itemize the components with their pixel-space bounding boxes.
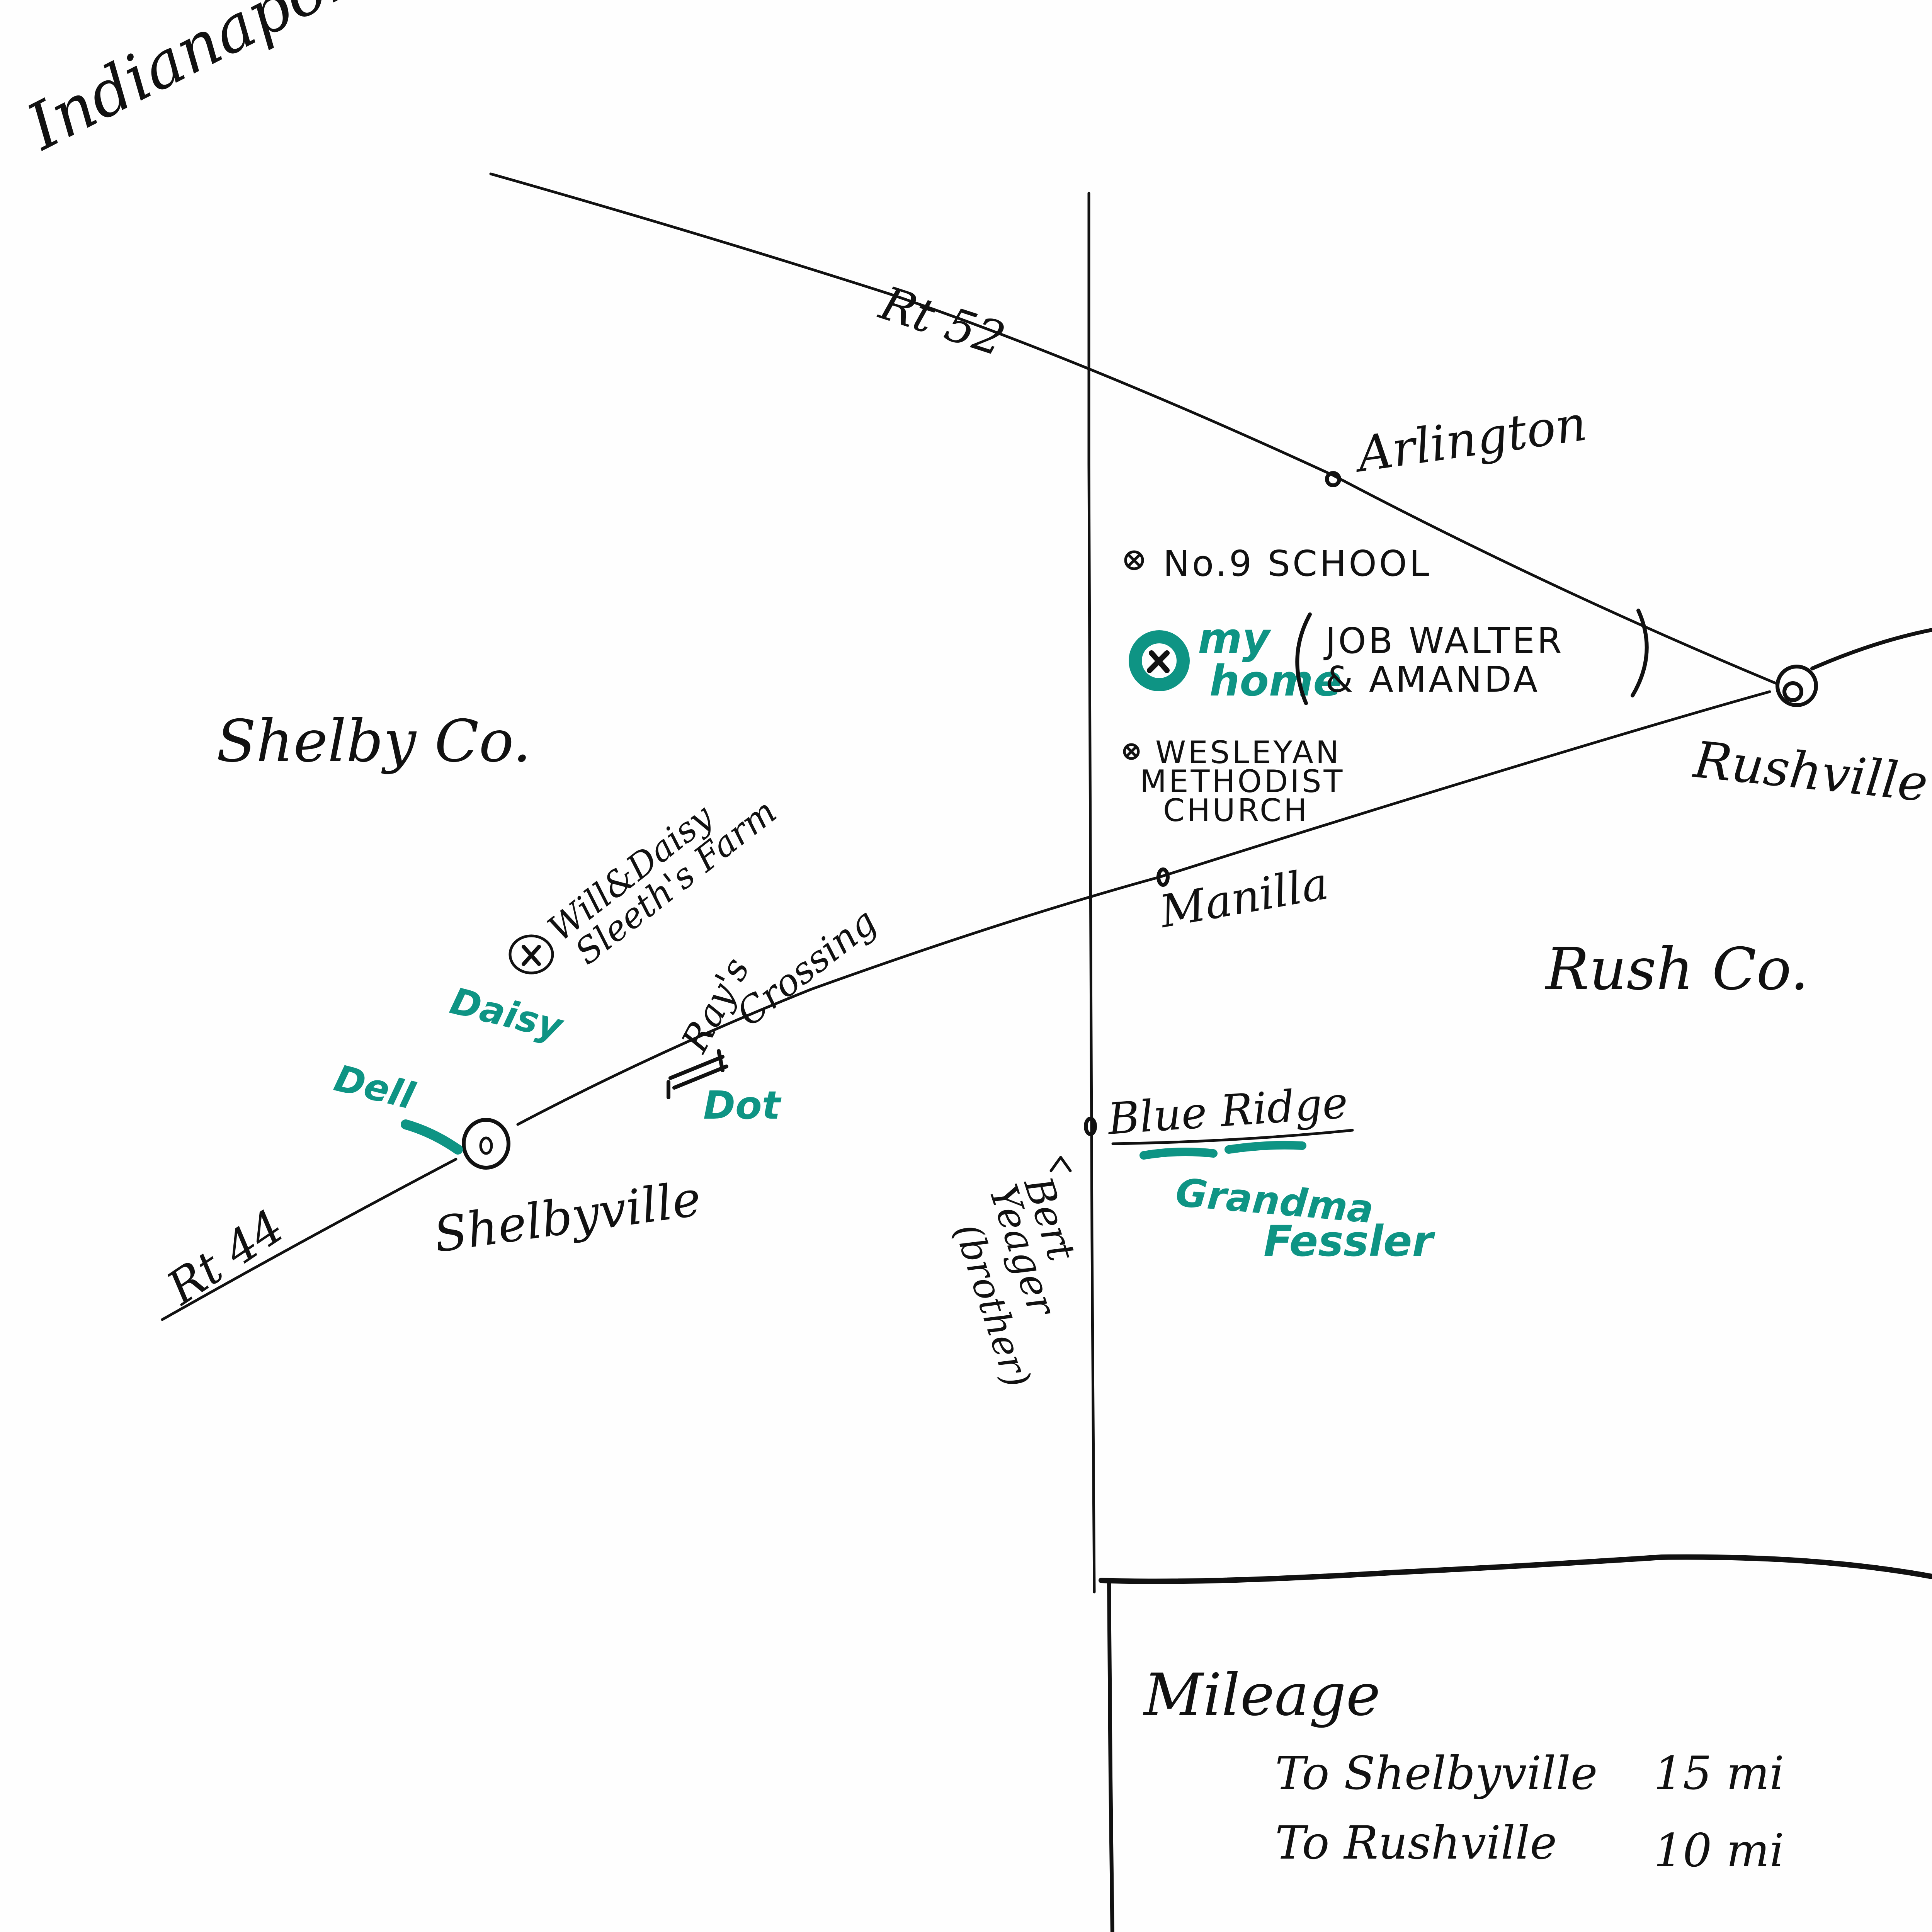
home-occupants-line2: & AMANDA: [1325, 659, 1540, 700]
town-label-arlington: Arlington: [1350, 395, 1590, 483]
county-label-shelby: Shelby Co.: [216, 708, 531, 775]
green-label-dot: Dot: [703, 1083, 782, 1128]
road-rt52: [489, 172, 1779, 685]
county-label-rush: Rush Co.: [1544, 936, 1809, 1003]
green-label-fessler: Fessler: [1264, 1216, 1435, 1266]
blue-ridge-green-underline: [1139, 1141, 1306, 1160]
home-marker-ring: [1129, 630, 1190, 691]
school-marker: [1124, 550, 1144, 570]
town-marker-shelbyville-center: [479, 1136, 493, 1155]
town-marker-manilla: [1156, 867, 1170, 887]
home-marker-x: [1147, 650, 1170, 673]
mileage-row: To Shelbyville 15 mi: [1275, 1747, 1855, 1808]
town-marker-rushville-inner: [1782, 681, 1803, 702]
blue-ridge-underline: [1111, 1129, 1354, 1145]
green-label-daisy: Daisy: [446, 980, 568, 1049]
landmark-label-rays-crossing-line2: Crossing: [729, 900, 884, 1035]
town-marker-shelbyville: [462, 1118, 510, 1170]
rush-county-south-line: [1099, 1554, 1932, 1584]
rays-crossing-marker: [667, 1049, 728, 1099]
town-label-shelbyville: Shelbyville: [430, 1170, 704, 1263]
occupants-paren-left: [1295, 612, 1312, 705]
road-rt44-east: [516, 690, 1771, 1126]
city-label-indianapolis: Indianapolis: [15, 0, 403, 165]
farm-marker: [509, 934, 554, 975]
occupants-paren-right: [1631, 609, 1649, 697]
mileage-title: Mileage: [1144, 1662, 1381, 1729]
mileage-distance: 15 mi: [1654, 1747, 1784, 1800]
mileage-distance: 10 mi: [1654, 1824, 1784, 1877]
mileage-destination: To Shelbyville: [1275, 1747, 1598, 1800]
school-marker-x: [1128, 554, 1141, 567]
side-note-arrow-icon: [1049, 1156, 1072, 1172]
town-marker-arlington: [1325, 471, 1341, 487]
church-marker: [1123, 743, 1140, 760]
home-label-line2: home: [1209, 656, 1342, 706]
town-marker-rushville-outer: [1776, 665, 1818, 707]
farm-marker-x: [522, 945, 541, 966]
church-marker-x: [1126, 746, 1137, 757]
dell-pointer-mark: [401, 1119, 463, 1155]
road-label-rt52: Rt 52: [873, 276, 1011, 367]
road-east-of-rushville: [1810, 628, 1932, 670]
town-marker-blue-ridge: [1084, 1117, 1097, 1136]
home-occupants-line1: JOB WALTER: [1323, 620, 1564, 662]
road-label-rt44: Rt 44: [157, 1200, 293, 1316]
landmark-label-school: No.9 SCHOOL: [1163, 543, 1431, 584]
landmark-label-church-line2: METHODIST: [1140, 764, 1345, 799]
road-rt44-west: [161, 1158, 457, 1321]
green-label-dell: Dell: [330, 1057, 419, 1118]
mileage-destination: To Rushville: [1275, 1816, 1557, 1869]
mileage-row: To Rushville 10 mi: [1275, 1816, 1855, 1878]
county-boundary-line: [1087, 192, 1096, 1594]
home-label-line1: my: [1198, 614, 1272, 663]
landmark-label-church-line1: WESLEYAN: [1155, 735, 1341, 770]
boundary-line-lower: [1107, 1578, 1114, 1932]
town-label-rushville: Rushville: [1690, 730, 1931, 813]
landmark-label-church-line3: CHURCH: [1163, 793, 1309, 828]
